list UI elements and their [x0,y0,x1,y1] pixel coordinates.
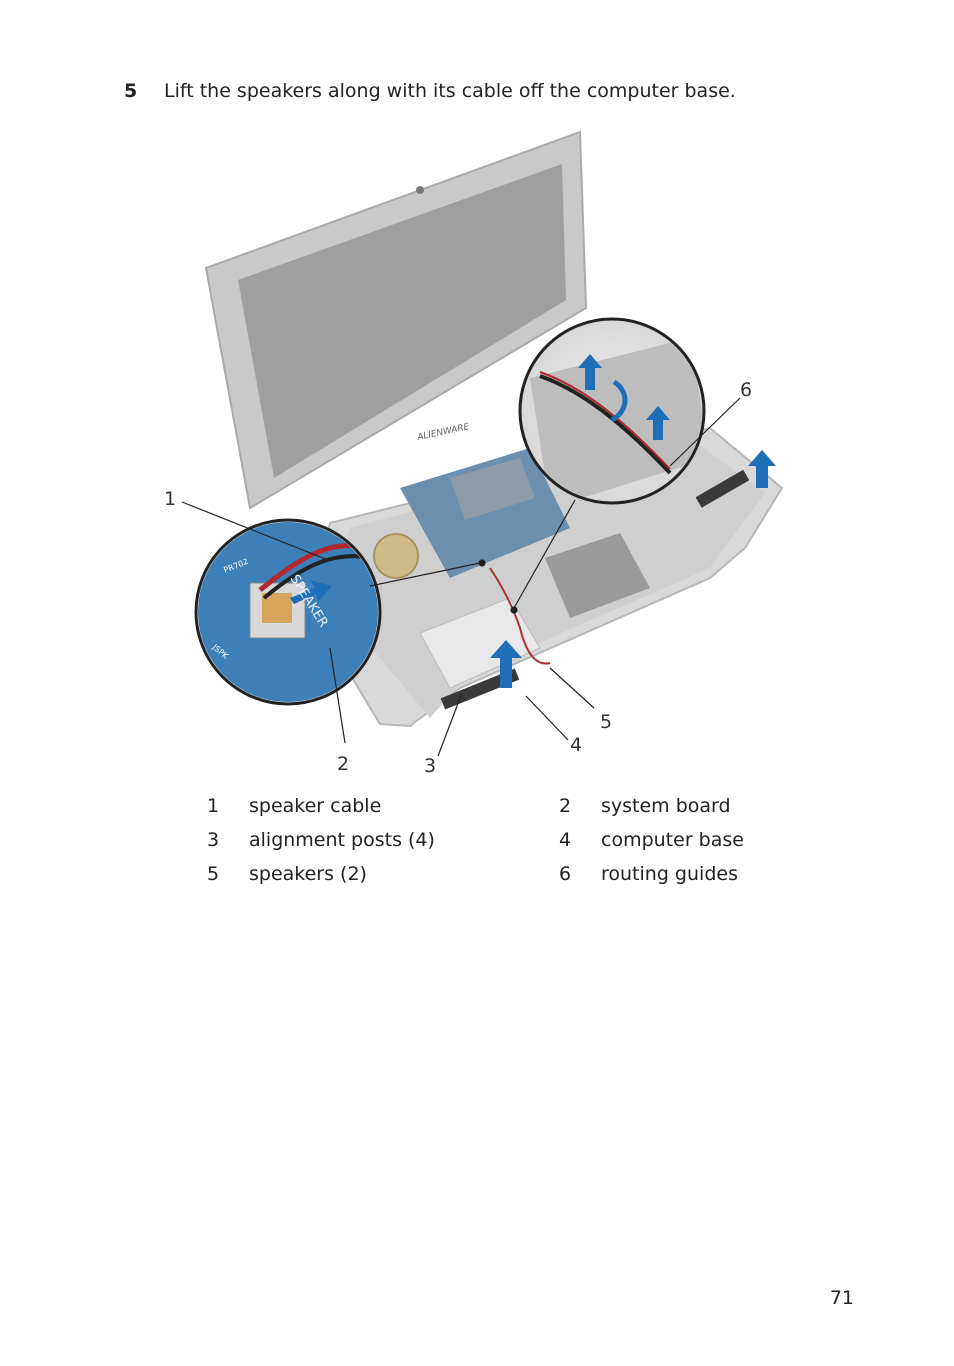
speaker-right-shape [695,469,750,508]
legend-label: routing guides [601,863,738,885]
step-text: Lift the speakers along with its cable o… [164,80,736,102]
callout-1: 1 [164,488,176,510]
legend-number: 3 [207,829,220,851]
speaker-removal-illustration: ALIENWARE [150,128,810,788]
lift-arrows [490,450,776,688]
legend-number: 5 [207,863,220,885]
zoom-circle-routing-guides [518,317,706,505]
page-number: 71 [829,1287,854,1309]
legend-number: 2 [559,795,572,817]
callout-3: 3 [424,755,436,777]
legend-number: 1 [207,795,220,817]
legend-label: computer base [601,829,744,851]
callout-5: 5 [600,711,612,733]
legend-label: alignment posts (4) [249,829,435,851]
computer-base [308,426,784,728]
fan-shape [373,533,419,579]
legend-number: 6 [559,863,572,885]
zoom-circle-speaker-connector: SPEAKER PR702 JSPK [194,518,382,706]
callout-6: 6 [740,379,752,401]
legend-label: system board [601,795,731,817]
step-number: 5 [124,80,138,102]
legend-label: speaker cable [249,795,382,817]
arrow-up-icon [490,640,522,688]
illustration-svg: ALIENWARE [164,130,784,777]
callout-4: 4 [570,734,582,756]
speaker-left-shape [440,668,520,710]
callout-2: 2 [337,753,349,775]
leader-lines [181,397,741,757]
legend-label: speakers (2) [249,863,367,885]
arrow-up-icon-2 [748,450,776,488]
legend-number: 4 [559,829,572,851]
brand-logo-text: ALIENWARE [416,422,471,443]
